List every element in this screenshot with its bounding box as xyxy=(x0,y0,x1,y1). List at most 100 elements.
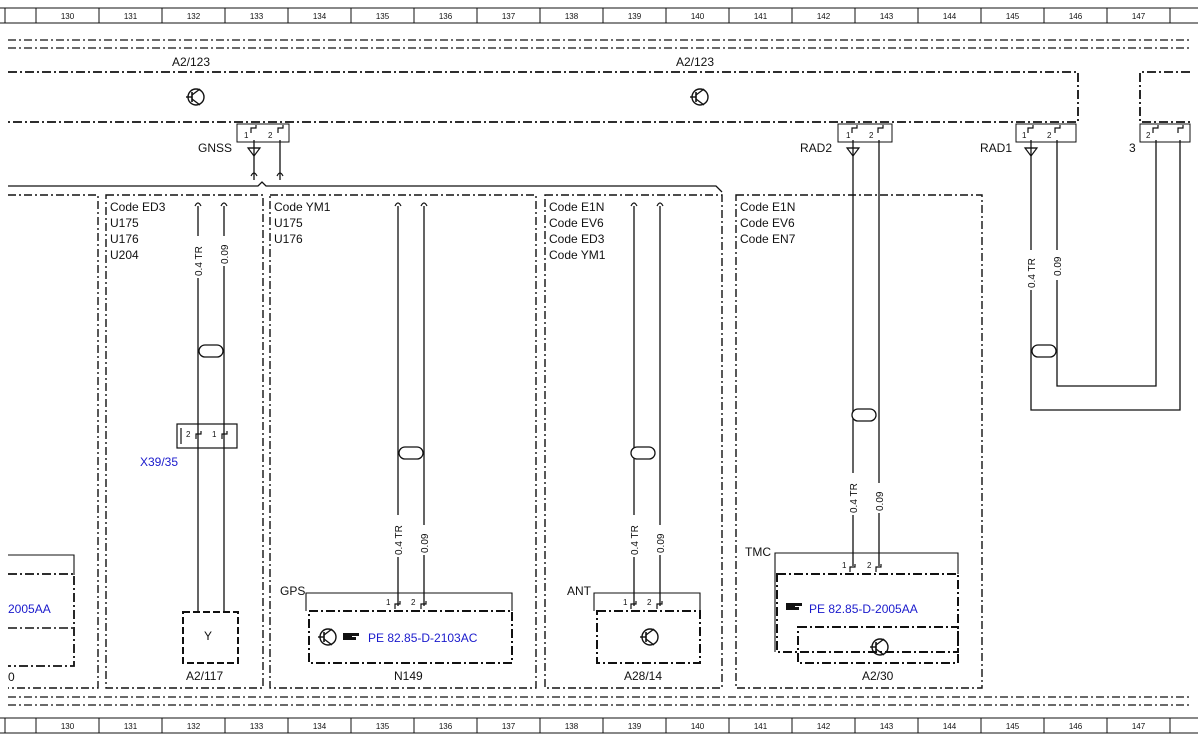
panel-a2-30: Code E1N Code EV6 Code EN7 0.4 TR 0.09 T… xyxy=(735,140,983,689)
bottom-ruler-number: 147 xyxy=(1132,722,1146,731)
a2-30-wire1-gauge: 0.4 TR xyxy=(849,483,860,513)
bottom-ruler-number: 133 xyxy=(250,722,264,731)
bottom-ruler-number: 146 xyxy=(1069,722,1083,731)
top-ruler-number: 139 xyxy=(628,12,642,21)
a28-14-code-1: Code E1N xyxy=(549,200,604,214)
bottom-ruler-number: 136 xyxy=(439,722,453,731)
tmc-port-label: TMC xyxy=(745,545,771,559)
top-ruler-number: 146 xyxy=(1069,12,1083,21)
x39-pin1-label: 1 xyxy=(212,430,217,439)
panel-a2-117: Code ED3 U175 U176 U204 0.4 TR 0.09 2 1 … xyxy=(105,194,264,689)
n149-code-1: Code YM1 xyxy=(274,200,331,214)
left-partial-ref[interactable]: 2005AA xyxy=(8,602,51,616)
bottom-ruler-number: 138 xyxy=(565,722,579,731)
a28-14-wire2-gauge: 0.09 xyxy=(656,533,667,553)
a2-117-wire1-gauge: 0.4 TR xyxy=(194,246,205,276)
a2-117-label: A2/117 xyxy=(186,669,223,683)
bottom-ruler-number: 144 xyxy=(943,722,957,731)
a28-14-pin1-label: 1 xyxy=(623,598,628,607)
bottom-ruler-number: 140 xyxy=(691,722,705,731)
shield-icon xyxy=(630,446,656,460)
n149-label: N149 xyxy=(394,669,423,683)
bottom-ruler-number: 143 xyxy=(880,722,894,731)
n149-pin1-label: 1 xyxy=(386,598,391,607)
gnss-pin2-label: 2 xyxy=(268,131,273,140)
reference-pointer-icon xyxy=(343,633,359,640)
top-ruler-number: 140 xyxy=(691,12,705,21)
bottom-ruler-number: 142 xyxy=(817,722,831,731)
top-ruler-number: 141 xyxy=(754,12,768,21)
a2-30-label: A2/30 xyxy=(862,669,894,683)
a28-14-wire1-gauge: 0.4 TR xyxy=(630,525,641,555)
gnss-pin1-label: 1 xyxy=(244,131,249,140)
top-ruler-number: 143 xyxy=(880,12,894,21)
a2-123-label-right: A2/123 xyxy=(676,55,714,69)
bottom-ruler-number: 130 xyxy=(61,722,75,731)
rad2-pin2-label: 2 xyxy=(869,131,874,140)
rad2-pin1-label: 1 xyxy=(846,131,851,140)
a2-30-pin1-label: 1 xyxy=(842,561,847,570)
gps-port-label: GPS xyxy=(280,584,305,598)
out3-pin2-label: 2 xyxy=(1146,131,1151,140)
n149-code-2: U175 xyxy=(274,216,303,230)
a2-30-ref-link[interactable]: PE 82.85-D-2005AA xyxy=(809,602,918,616)
panel-left-partial: 2005AA 0 xyxy=(8,194,99,689)
bottom-ruler-number: 135 xyxy=(376,722,390,731)
a2-30-pin2-label: 2 xyxy=(867,561,872,570)
top-ruler-number: 136 xyxy=(439,12,453,21)
x39-pin2-label: 2 xyxy=(186,430,191,439)
upper-boundary-lines xyxy=(8,39,1190,49)
top-ruler-number: 132 xyxy=(187,12,201,21)
a2-123-label-left: A2/123 xyxy=(172,55,210,69)
top-ruler-number: 135 xyxy=(376,12,390,21)
n149-wire2-gauge: 0.09 xyxy=(420,533,431,553)
transistor-icon xyxy=(689,88,709,106)
a28-14-code-4: Code YM1 xyxy=(549,248,606,262)
a2-30-code-1: Code E1N xyxy=(740,200,795,214)
a2-123-housing: A2/123 A2/123 xyxy=(8,55,1190,123)
bottom-ruler-number: 131 xyxy=(124,722,138,731)
bottom-ruler-number: 137 xyxy=(502,722,516,731)
top-ruler-number: 144 xyxy=(943,12,957,21)
a28-14-code-3: Code ED3 xyxy=(549,232,605,246)
a2-117-code-1: Code ED3 xyxy=(110,200,166,214)
rad1-output: 1 2 RAD1 xyxy=(980,123,1077,157)
a28-14-label: A28/14 xyxy=(624,669,662,683)
top-ruler: 130 131 132 133 134 135 136 137 138 139 140 141 142 1… xyxy=(0,7,1198,24)
top-ruler-number: 137 xyxy=(502,12,516,21)
reference-pointer-icon xyxy=(786,603,802,610)
panel-a28-14: Code E1N Code EV6 Code ED3 Code YM1 0.4 … xyxy=(544,194,723,689)
shield-icon xyxy=(1031,344,1057,358)
panel-n149: Code YM1 U175 U176 0.4 TR 0.09 GPS 1 2 P… xyxy=(269,194,537,689)
a2-117-code-4: U204 xyxy=(110,248,139,262)
top-ruler-number: 130 xyxy=(61,12,75,21)
x39-35-link[interactable]: X39/35 xyxy=(140,455,178,469)
rad2-output: 1 2 RAD2 xyxy=(800,123,893,157)
a2-117-wire2-gauge: 0.09 xyxy=(220,244,231,264)
output-3: 2 3 xyxy=(1129,123,1191,155)
bottom-ruler-number: 139 xyxy=(628,722,642,731)
bottom-ruler-number: 145 xyxy=(1006,722,1020,731)
top-ruler-number: 133 xyxy=(250,12,264,21)
top-ruler-number: 134 xyxy=(313,12,327,21)
rad1-wire1-gauge: 0.4 TR xyxy=(1027,258,1038,288)
top-ruler-number: 147 xyxy=(1132,12,1146,21)
shield-icon xyxy=(851,408,877,422)
transistor-icon xyxy=(639,628,659,646)
n149-ref-link[interactable]: PE 82.85-D-2103AC xyxy=(368,631,478,645)
antenna-icon: Y xyxy=(204,629,212,643)
ant-port-label: ANT xyxy=(567,584,592,598)
distribution-bracket xyxy=(8,181,723,193)
rad1-label: RAD1 xyxy=(980,141,1012,155)
gnss-label: GNSS xyxy=(198,141,232,155)
left-partial-label: 0 xyxy=(8,670,15,684)
top-ruler-number: 138 xyxy=(565,12,579,21)
a28-14-code-2: Code EV6 xyxy=(549,216,604,230)
n149-code-3: U176 xyxy=(274,232,303,246)
top-ruler-number: 131 xyxy=(124,12,138,21)
rad1-pin2-label: 2 xyxy=(1047,131,1052,140)
bottom-ruler-number: 134 xyxy=(313,722,327,731)
top-ruler-number: 142 xyxy=(817,12,831,21)
